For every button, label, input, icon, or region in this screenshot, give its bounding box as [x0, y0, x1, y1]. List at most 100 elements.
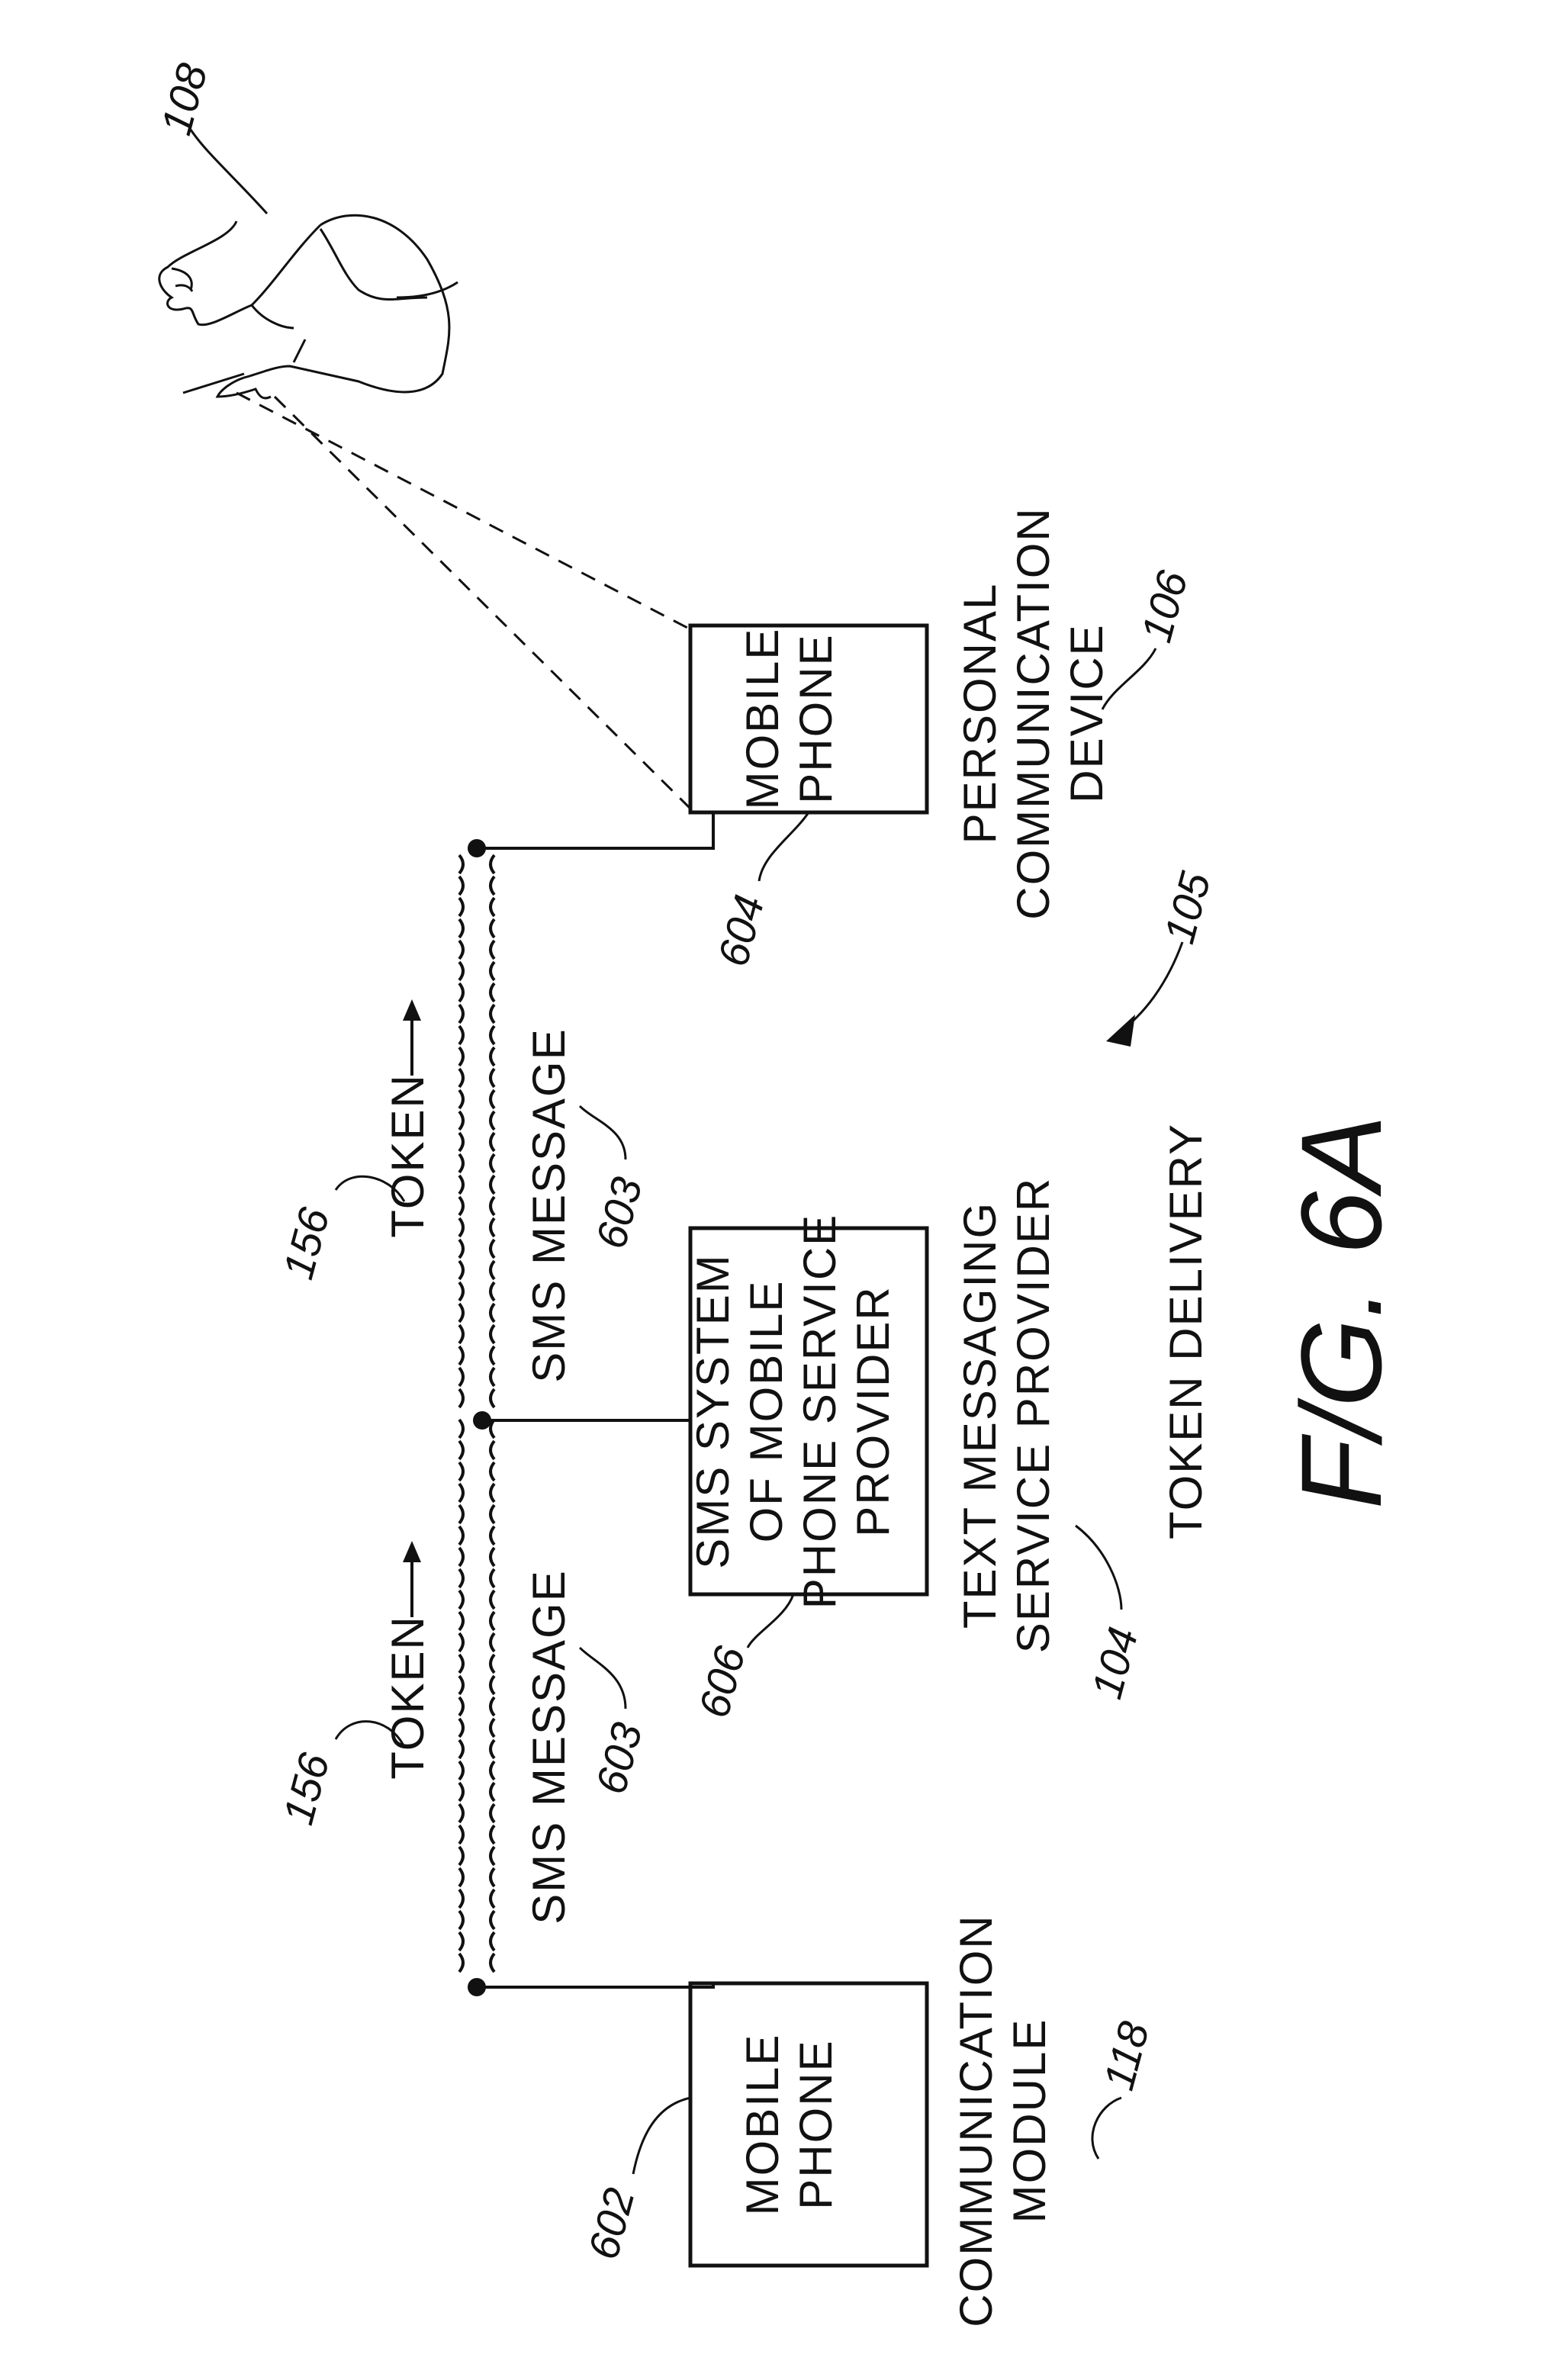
wave-arc: [491, 1890, 494, 1908]
wave-arc: [459, 1719, 463, 1737]
sms-message-right-label: SMS MESSAGE: [523, 1028, 574, 1382]
wave-arc: [491, 1783, 494, 1801]
wave-arc: [459, 1911, 463, 1929]
wave-arc: [459, 1783, 463, 1801]
token-left-label: TOKEN: [382, 1615, 433, 1780]
wave-arc: [459, 1420, 463, 1438]
wave-arc: [491, 1484, 494, 1502]
wave-arc: [491, 919, 494, 938]
wave-arc: [491, 855, 494, 873]
wave-arc: [459, 1026, 463, 1044]
sms-system-box: SMS SYSTEM OF MOBILE PHONE SERVICE PROVI…: [687, 1214, 927, 1609]
wave-arc: [491, 1548, 494, 1566]
wave-arc: [491, 1761, 494, 1780]
ref-104: 104: [1076, 1526, 1147, 1703]
wave-arc: [491, 1218, 494, 1237]
token-left-group: TOKEN SMS MESSAGE: [382, 1541, 574, 1925]
wave-arc: [459, 855, 463, 873]
wave-arc: [459, 1005, 463, 1023]
wave-arc: [459, 1176, 463, 1194]
svg-text:MODULE: MODULE: [1004, 2018, 1055, 2224]
wave-arc: [459, 1761, 463, 1780]
wave-arc: [459, 1548, 463, 1566]
wave-arc: [491, 1590, 494, 1609]
wave-arc: [459, 876, 463, 895]
wave-arc: [459, 1240, 463, 1258]
wave-arc: [459, 1261, 463, 1279]
wave-arc: [491, 1304, 494, 1322]
wave-arc: [459, 1154, 463, 1172]
wave-arc: [459, 1389, 463, 1407]
wave-arc: [491, 1932, 494, 1951]
sms-system-line3: PHONE SERVICE: [794, 1214, 845, 1609]
personal-device-label: PERSONAL COMMUNICATION DEVICE: [954, 507, 1112, 920]
svg-text:TOKEN DELIVERY: TOKEN DELIVERY: [1160, 1123, 1211, 1539]
ref-118: 118: [1092, 2017, 1158, 2159]
wave-arc: [491, 1133, 494, 1151]
wave-arc: [491, 1462, 494, 1481]
wave-arc: [459, 983, 463, 1002]
svg-text:156: 156: [274, 1748, 339, 1829]
wave-arc: [491, 1612, 494, 1630]
wave-arc: [491, 1676, 494, 1694]
antenna-connections: [468, 812, 713, 1996]
wave-arc: [491, 1389, 494, 1407]
wave-arc: [491, 1154, 494, 1172]
text-messaging-label: TEXT MESSAGING SERVICE PROVIDER: [954, 1177, 1059, 1653]
wave-arc: [459, 1133, 463, 1151]
wave-arc: [491, 1954, 494, 1972]
wave-arc: [459, 1111, 463, 1130]
ref-602: 602: [579, 2098, 690, 2264]
wave-arc: [459, 1441, 463, 1459]
wave-arc: [491, 1441, 494, 1459]
wave-arc: [459, 898, 463, 916]
wave-arc: [459, 1282, 463, 1301]
communication-module-label: COMMUNICATION MODULE: [951, 1914, 1055, 2327]
sms-system-line1: SMS SYSTEM: [687, 1253, 738, 1568]
wave-arc: [459, 1346, 463, 1365]
wave-arc: [459, 1590, 463, 1609]
wave-arc: [459, 1954, 463, 1972]
wave-arc: [459, 1569, 463, 1587]
wave-arc: [491, 1655, 494, 1673]
svg-text:606: 606: [690, 1641, 754, 1722]
ref-604: 604: [709, 812, 809, 971]
wave-arc: [459, 1462, 463, 1481]
svg-text:F/G. 6A: F/G. 6A: [1277, 1115, 1405, 1510]
token-right-group: TOKEN SMS MESSAGE: [382, 999, 574, 1383]
wave-arc: [491, 1261, 494, 1279]
wave-arc: [459, 1368, 463, 1386]
svg-text:604: 604: [709, 890, 774, 972]
ref-606: 606: [690, 1594, 793, 1722]
ref-603-right: 603: [580, 1106, 651, 1253]
wave-arc: [491, 1740, 494, 1758]
svg-text:COMMUNICATION: COMMUNICATION: [1008, 507, 1059, 920]
wave-arc: [491, 1240, 494, 1258]
wave-arc: [491, 1420, 494, 1438]
mobile-phone-left-box: MOBILE PHONE: [690, 1983, 927, 2266]
wave-arc: [459, 1676, 463, 1694]
wave-arc: [459, 1697, 463, 1716]
svg-text:118: 118: [1094, 2017, 1158, 2095]
svg-text:603: 603: [587, 1718, 651, 1799]
wave-arc: [491, 962, 494, 980]
wave-arc: [459, 1847, 463, 1865]
wave-arc: [459, 1197, 463, 1215]
wave-arc: [491, 1368, 494, 1386]
wave-arc: [491, 1526, 494, 1545]
wave-arc: [491, 1026, 494, 1044]
svg-text:TEXT MESSAGING: TEXT MESSAGING: [954, 1201, 1005, 1629]
wave-arc: [459, 1825, 463, 1844]
wave-arc: [459, 1325, 463, 1343]
wave-arc: [491, 876, 494, 895]
svg-text:DEVICE: DEVICE: [1061, 623, 1112, 802]
sightline-bottom: [275, 397, 690, 809]
wave-arc: [459, 1484, 463, 1502]
mobile-phone-right-line1: MOBILE: [737, 628, 788, 810]
mobile-phone-left-line2: PHONE: [790, 2039, 841, 2209]
wave-arc: [459, 1090, 463, 1108]
svg-text:105: 105: [1155, 867, 1220, 948]
wave-arc: [459, 919, 463, 938]
